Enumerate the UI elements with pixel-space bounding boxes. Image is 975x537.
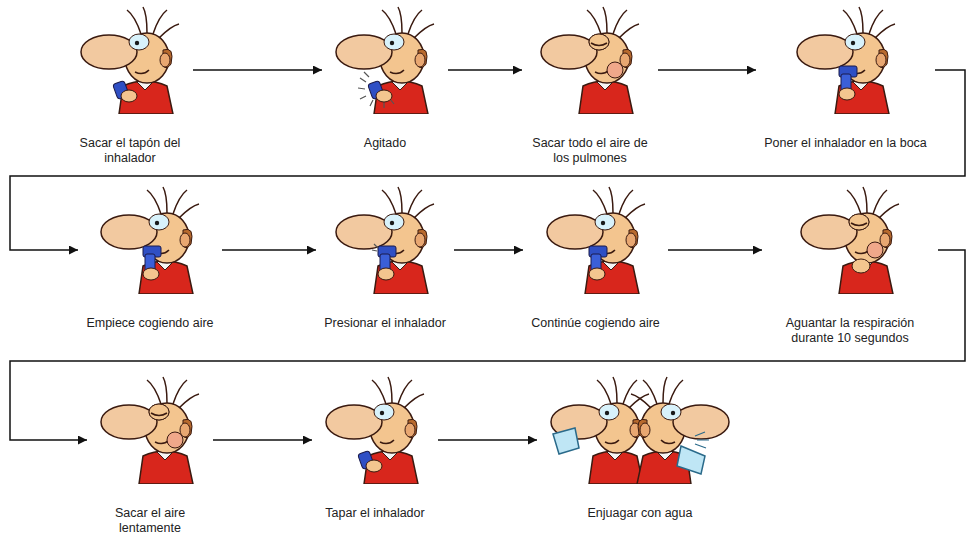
- cartoon-figure: [358, 72, 394, 108]
- cartoon-figure: [589, 34, 623, 78]
- flow-arrow: [668, 249, 762, 251]
- step-node: Poner el inhalador en la boca: [756, 6, 935, 151]
- step-node: Empiece cogiendo aire: [78, 186, 222, 331]
- flow-arrow: [438, 439, 537, 441]
- step-caption: Tapar el inhalador: [325, 506, 424, 521]
- cartoon-figure: [81, 7, 179, 114]
- cartoon-figure: [336, 187, 434, 294]
- cartoon-figure: [547, 187, 645, 294]
- cartoon-illustration: [320, 376, 430, 484]
- step-caption: Sacar todo el aire de los pulmones: [530, 136, 650, 166]
- step-node: Enjuagar con agua: [537, 376, 743, 521]
- step-node: Continúe cogiendo aire: [523, 186, 668, 331]
- step-caption: Continúe cogiendo aire: [531, 316, 660, 331]
- cartoon-figure: [101, 377, 199, 484]
- cartoon-figure: [101, 187, 199, 294]
- step-caption: Enjuagar con agua: [588, 506, 693, 521]
- cartoon-illustration: [95, 186, 205, 294]
- flow-arrow: [658, 69, 756, 71]
- cartoon-illustration: [95, 376, 205, 484]
- flow-arrow: [222, 249, 316, 251]
- cartoon-figure: [541, 7, 639, 114]
- cartoon-illustration: [541, 186, 651, 294]
- step-node: Aguantar la respiración durante 10 segun…: [762, 186, 938, 346]
- step-caption: Poner el inhalador en la boca: [764, 136, 927, 151]
- cartoon-figure: [336, 7, 434, 114]
- cartoon-figure: [368, 80, 392, 102]
- step-node: Presionar el inhalador: [316, 186, 454, 331]
- step-node: Tapar el inhalador: [312, 376, 438, 521]
- flow-arrow: [448, 69, 522, 71]
- cartoon-figure: [551, 377, 729, 484]
- cartoon-illustration: [330, 6, 440, 114]
- cartoon-illustration: [795, 186, 905, 294]
- step-node: Agitado: [322, 6, 448, 151]
- cartoon-figure: [839, 66, 857, 100]
- step-caption: Empiece cogiendo aire: [86, 316, 213, 331]
- step-caption: Presionar el inhalador: [324, 316, 446, 331]
- cartoon-figure: [113, 80, 137, 102]
- cartoon-figure: [372, 244, 378, 251]
- cartoon-figure: [589, 246, 607, 280]
- cartoon-illustration: [535, 6, 645, 114]
- flow-arrow: [193, 69, 322, 71]
- cartoon-figure: [326, 377, 424, 484]
- step-caption: Agitado: [364, 136, 406, 151]
- cartoon-illustration: [545, 376, 735, 484]
- step-caption: Sacar el tapón del inhalador: [75, 136, 185, 166]
- cartoon-illustration: [791, 6, 901, 114]
- step-node: Sacar todo el aire de los pulmones: [522, 6, 658, 166]
- cartoon-figure: [852, 259, 870, 273]
- flow-arrow: [213, 439, 312, 441]
- step-node: Sacar el tapón del inhalador: [67, 6, 193, 166]
- cartoon-figure: [358, 450, 382, 472]
- cartoon-figure: [801, 187, 899, 294]
- flow-arrow: [454, 249, 523, 251]
- step-caption: Aguantar la respiración durante 10 segun…: [770, 316, 930, 346]
- cartoon-figure: [797, 7, 895, 114]
- cartoon-figure: [149, 404, 183, 448]
- cartoon-figure: [143, 246, 161, 280]
- cartoon-figure: [849, 214, 883, 258]
- step-node: Sacar el aire lentamente: [87, 376, 213, 536]
- cartoon-illustration: [75, 6, 185, 114]
- cartoon-illustration: [330, 186, 440, 294]
- cartoon-figure: [378, 246, 396, 280]
- step-caption: Sacar el aire lentamente: [100, 506, 200, 536]
